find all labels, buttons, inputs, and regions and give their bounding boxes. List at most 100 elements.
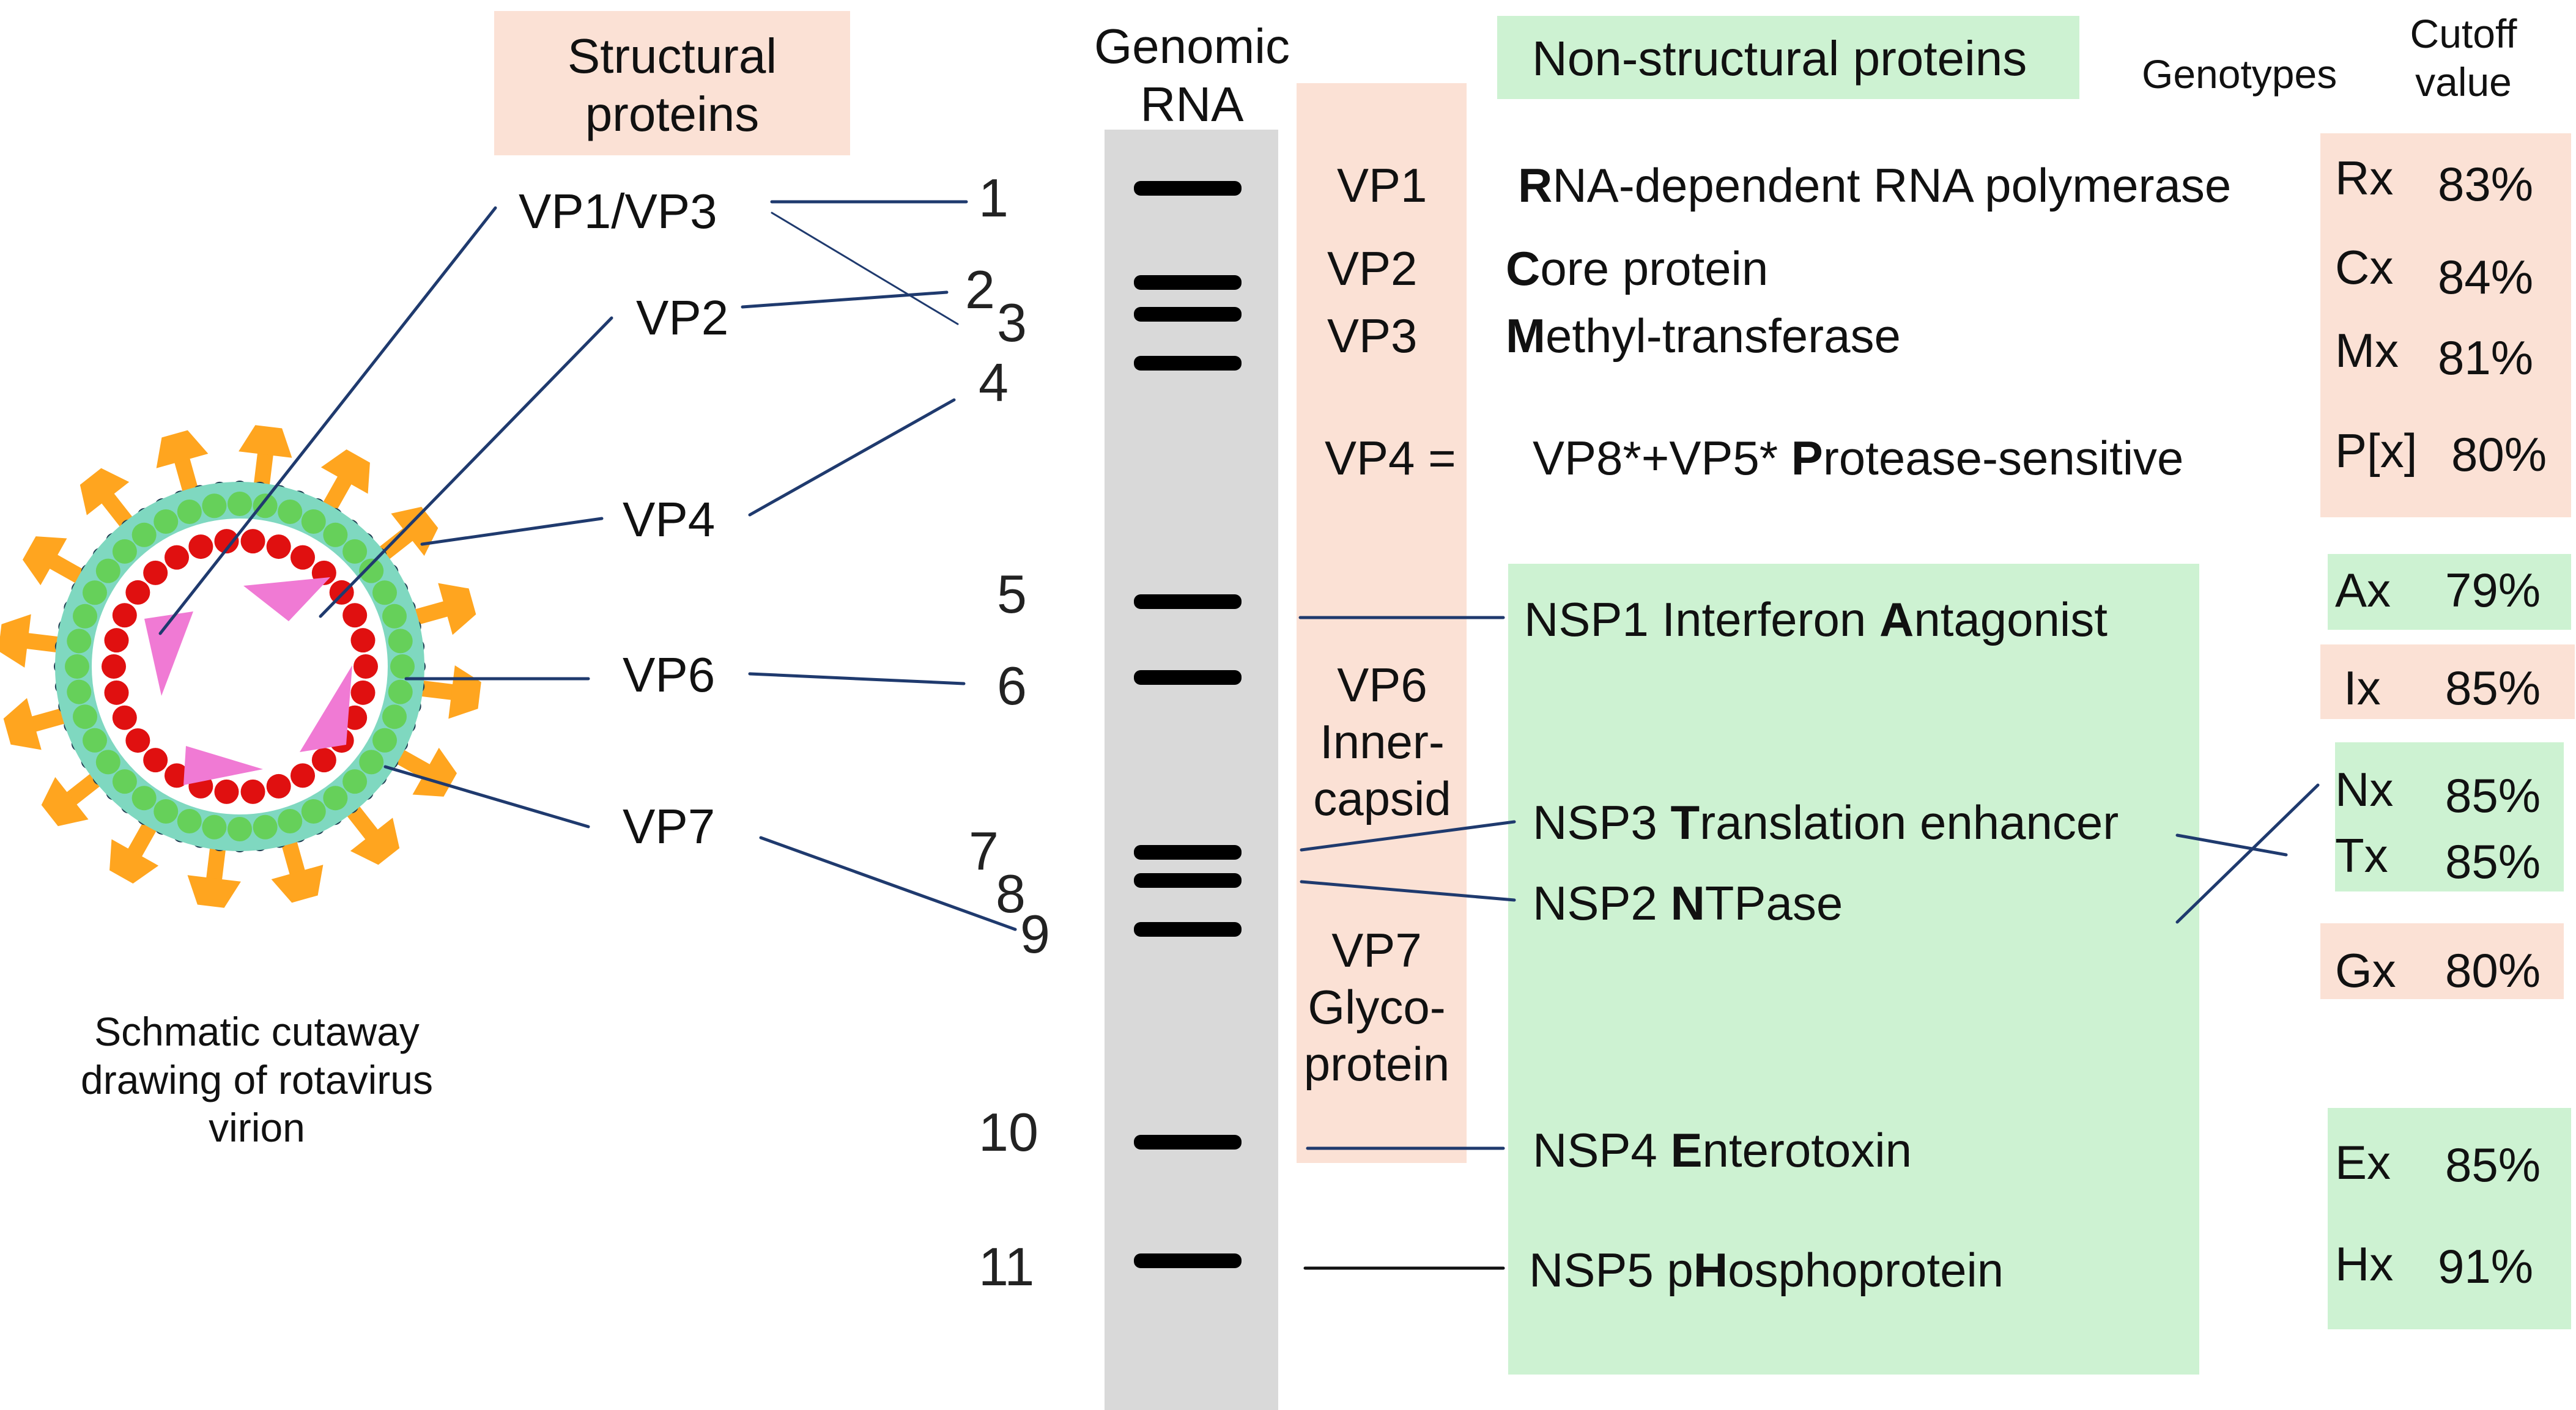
nonstructural-proteins-header: Non-structural proteins	[1532, 31, 2027, 86]
link-vp2-to-2	[741, 290, 949, 309]
vp7-capsid-bead	[112, 769, 137, 794]
vp7-capsid-bead	[388, 629, 413, 654]
vp7-capsid-bead	[95, 558, 120, 583]
rna-band-segment-11	[1134, 1253, 1242, 1268]
cutoff-t: 85%	[2445, 835, 2541, 888]
label-vp4: VP4	[623, 492, 716, 547]
genotype-cell-a	[2328, 554, 2571, 630]
vp2-core-bead	[188, 534, 213, 559]
segment-number-10: 10	[979, 1102, 1038, 1162]
nsp3-label: NSP3 Translation enhancer	[1533, 799, 2119, 846]
rna-band-segment-7	[1134, 845, 1242, 860]
vp2-core-bead	[291, 763, 315, 788]
vp4-spike-head	[3, 698, 42, 750]
vp7-capsid-bead	[95, 750, 120, 775]
function-vp1: RNA-dependent RNA polymerase	[1518, 161, 2231, 209]
vp2-core-bead	[165, 545, 189, 570]
vp2-core-bead	[143, 748, 168, 773]
vp7-capsid-bead	[390, 654, 415, 679]
segment-number-7: 7	[969, 821, 999, 881]
vp4-spike-head	[22, 536, 67, 586]
vp7-capsid-bead	[253, 814, 278, 840]
nsp-box	[1508, 564, 2199, 1375]
cutoff-i: 85%	[2445, 661, 2541, 715]
segment-number-11: 11	[979, 1236, 1035, 1297]
vp7-capsid-bead	[278, 808, 303, 833]
cutoff-p: 80%	[2451, 427, 2547, 481]
vp2-core-bead	[143, 560, 168, 585]
genotype-cell-nt	[2335, 742, 2564, 891]
link-vp2-to-core	[319, 316, 613, 618]
nsp1-label: NSP1 Interferon Antagonist	[1524, 596, 2108, 643]
vp7-capsid-bead	[372, 728, 398, 753]
structural-proteins-header: Structural proteins	[567, 29, 777, 142]
nsp2-rest: TPase	[1704, 876, 1843, 930]
vp7-capsid-bead	[82, 728, 107, 753]
genotype-cell-g	[2320, 923, 2564, 999]
cutoff-g: 80%	[2445, 943, 2541, 997]
cutoff-r: 83%	[2438, 157, 2534, 211]
nsp1-lead: A	[1879, 592, 1914, 646]
rna-band-segment-6	[1134, 670, 1242, 685]
vp4-spike-head	[80, 468, 130, 515]
link-vp6-to-6	[748, 672, 966, 685]
vp-label-vp6: VP6 Inner-capsid	[1313, 658, 1451, 825]
vp2-core-bead	[353, 654, 378, 679]
rna-band-segment-8	[1134, 873, 1242, 888]
vp2-core-bead	[266, 534, 291, 559]
genotype-code-g: Gx	[2335, 943, 2396, 997]
vp7-capsid-bead	[202, 493, 227, 519]
rna-band-segment-9	[1134, 922, 1242, 937]
rna-band-segment-10	[1134, 1135, 1242, 1150]
link-seg7-to-nsp3	[1300, 820, 1516, 852]
label-vp6: VP6	[623, 648, 716, 702]
label-vp1vp3: VP1/VP3	[519, 184, 717, 238]
vp4-spike-head	[156, 430, 209, 468]
label-vp7: VP7	[623, 799, 716, 854]
vp7-capsid-bead	[177, 808, 202, 833]
vp7-capsid-bead	[278, 500, 303, 525]
function-vp4-prefix: VP8*+VP5*	[1533, 431, 1791, 485]
vp7-capsid-bead	[82, 580, 107, 605]
nsp5-prefix: NSP5 p	[1529, 1243, 1693, 1297]
genotype-code-r: Rx	[2335, 151, 2394, 205]
vp7-capsid-bead	[301, 509, 326, 534]
vp2-core-bead	[125, 580, 150, 605]
vp7-capsid-bead	[202, 814, 227, 840]
vp-label-vp1: VP1	[1337, 158, 1427, 212]
vp2-core-bead	[350, 628, 376, 653]
function-vp4-rest: rotease-sensitive	[1823, 431, 2184, 485]
vp2-core-bead	[104, 628, 129, 653]
vp-label-vp2: VP2	[1327, 242, 1418, 295]
vp-label-vp4: VP4 =	[1325, 431, 1456, 485]
rna-band-segment-5	[1134, 594, 1242, 609]
vp4-spike-head	[239, 425, 292, 458]
function-vp1-rest: NA-dependent RNA polymerase	[1552, 158, 2232, 212]
nsp4-label: NSP4 Enterotoxin	[1533, 1126, 1912, 1174]
nsp1-prefix: NSP1 Interferon	[1524, 592, 1879, 646]
function-vp2-lead: C	[1506, 242, 1541, 295]
rna-band-segment-3	[1134, 307, 1242, 322]
rna-band-segment-4	[1134, 356, 1242, 371]
vp7-capsid-bead	[372, 580, 398, 605]
cutoff-h: 91%	[2438, 1239, 2534, 1293]
vp4-spike-head	[350, 818, 400, 865]
vp2-core-bead	[311, 748, 336, 773]
vp2-core-bead	[214, 779, 239, 804]
nsp5-rest: osphoprotein	[1728, 1243, 2004, 1297]
nsp3-prefix: NSP3	[1533, 795, 1671, 849]
vp7-capsid-bead	[131, 522, 157, 547]
vp7-capsid-bead	[67, 679, 92, 704]
vp2-core-bead	[240, 529, 265, 554]
vp7-capsid-bead	[253, 493, 278, 519]
segment-number-9: 9	[1020, 904, 1050, 964]
link-nsp2-to-nx	[2175, 783, 2320, 924]
genotype-cell-r	[2320, 133, 2571, 517]
vp7-capsid-bead	[73, 603, 98, 629]
cutoff-n: 85%	[2445, 769, 2541, 822]
vp7-capsid-bead	[228, 817, 252, 841]
nsp5-lead: H	[1693, 1243, 1728, 1297]
vp2-core-bead	[104, 680, 129, 705]
function-vp3-lead: M	[1506, 309, 1545, 363]
